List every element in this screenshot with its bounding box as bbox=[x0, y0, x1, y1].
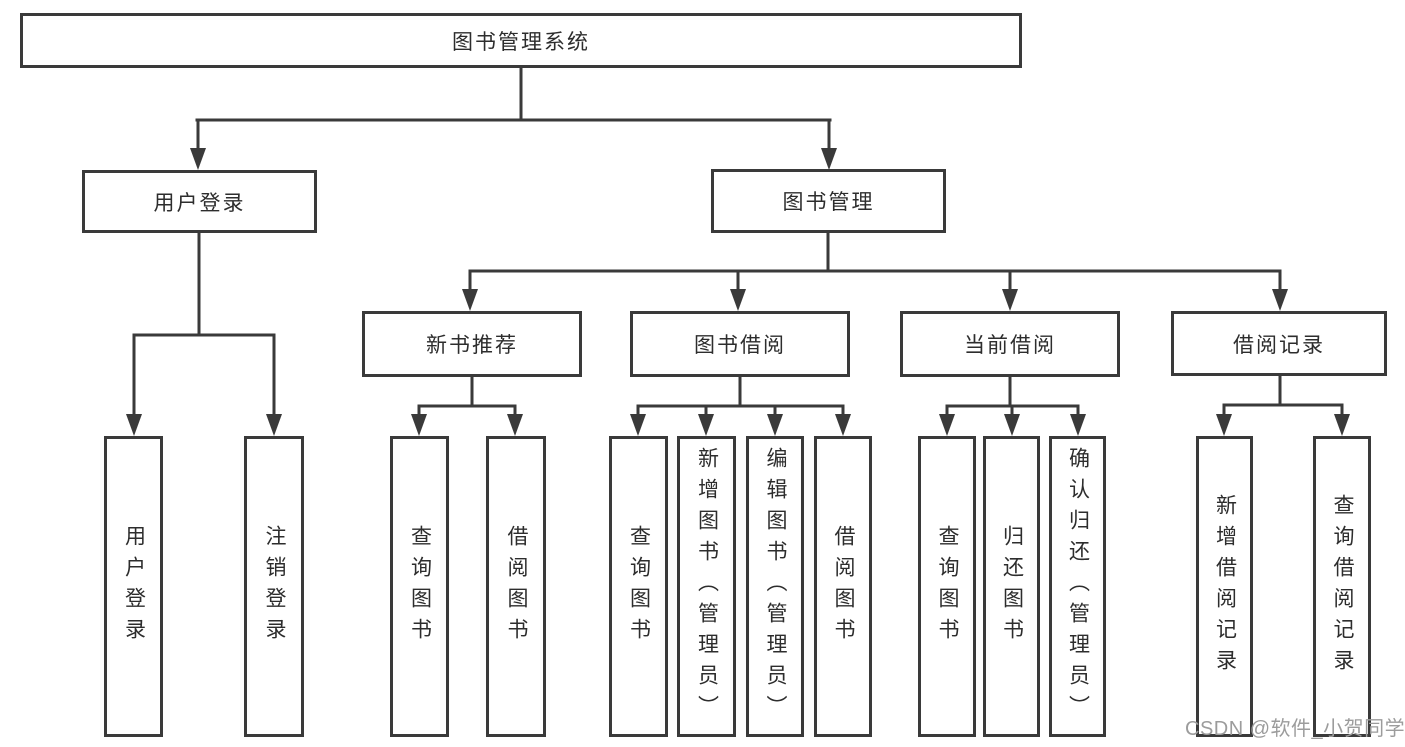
node-root: 图书管理系统 bbox=[20, 13, 1022, 68]
leaf-add-borrow-record: 新增借阅记录 bbox=[1196, 436, 1253, 737]
leaf-edit-book-admin: 编辑图书（管理员） bbox=[746, 436, 804, 737]
leaf-add-borrow-record-label: 新增借阅记录 bbox=[1213, 493, 1237, 680]
leaf-query-books-recommend: 查询图书 bbox=[390, 436, 449, 737]
leaf-query-books-recommend-label: 查询图书 bbox=[408, 524, 432, 649]
node-borrow-records: 借阅记录 bbox=[1171, 311, 1387, 376]
arrowhead-icon bbox=[821, 148, 837, 170]
arrowhead-icon bbox=[730, 289, 746, 311]
arrowhead-icon bbox=[462, 289, 478, 311]
arrowhead-icon bbox=[698, 414, 714, 436]
leaf-borrow-books: 借阅图书 bbox=[814, 436, 872, 737]
arrowhead-icon bbox=[266, 414, 282, 436]
connector-new-book-recommend-children bbox=[417, 375, 517, 418]
leaf-logout-label: 注销登录 bbox=[263, 524, 286, 649]
arrowhead-icon bbox=[1216, 414, 1232, 436]
leaf-borrow-books-recommend: 借阅图书 bbox=[486, 436, 546, 737]
arrowhead-icon bbox=[1272, 289, 1288, 311]
connector-user-login-children bbox=[132, 231, 276, 418]
arrowhead-icon bbox=[1334, 414, 1350, 436]
arrowhead-icon bbox=[835, 414, 851, 436]
leaf-query-books-borrow: 查询图书 bbox=[609, 436, 668, 737]
node-borrow-records-label: 借阅记录 bbox=[1233, 333, 1325, 357]
leaf-query-books-current: 查询图书 bbox=[918, 436, 976, 737]
leaf-confirm-return-admin: 确认归还（管理员） bbox=[1049, 436, 1106, 737]
leaf-return-books: 归还图书 bbox=[983, 436, 1040, 737]
connector-book-management-children bbox=[468, 231, 1282, 293]
leaf-query-books-borrow-label: 查询图书 bbox=[627, 524, 651, 649]
arrowhead-icon bbox=[767, 414, 783, 436]
arrowhead-icon bbox=[190, 148, 206, 170]
connector-root-to-level2 bbox=[195, 66, 832, 152]
node-new-book-recommend: 新书推荐 bbox=[362, 311, 582, 377]
watermark-text: CSDN @软件_小贺同学 bbox=[1185, 718, 1405, 740]
leaf-return-books-label: 归还图书 bbox=[1000, 524, 1024, 649]
node-user-login: 用户登录 bbox=[82, 170, 317, 233]
connector-borrow-records-children bbox=[1222, 374, 1344, 418]
leaf-borrow-books-recommend-label: 借阅图书 bbox=[505, 524, 528, 649]
arrowhead-icon bbox=[939, 414, 955, 436]
node-root-label: 图书管理系统 bbox=[452, 30, 590, 54]
arrowhead-icon bbox=[1070, 414, 1086, 436]
leaf-user-login: 用户登录 bbox=[104, 436, 163, 737]
leaf-user-login-label: 用户登录 bbox=[122, 524, 146, 649]
arrowhead-icon bbox=[630, 414, 646, 436]
connector-current-borrow-children bbox=[945, 375, 1080, 418]
arrowhead-icon bbox=[411, 414, 427, 436]
node-new-book-recommend-label: 新书推荐 bbox=[426, 334, 518, 357]
leaf-add-book-admin-label: 新增图书（管理员） bbox=[695, 447, 719, 726]
node-current-borrow-label: 当前借阅 bbox=[964, 334, 1056, 357]
node-user-login-label: 用户登录 bbox=[153, 191, 246, 215]
arrowhead-icon bbox=[126, 414, 142, 436]
connector-book-borrow-children bbox=[636, 375, 845, 418]
arrowhead-icon bbox=[1004, 414, 1020, 436]
arrowhead-icon bbox=[507, 414, 523, 436]
leaf-logout: 注销登录 bbox=[244, 436, 304, 737]
leaf-query-borrow-record-label: 查询借阅记录 bbox=[1331, 493, 1354, 680]
leaf-add-book-admin: 新增图书（管理员） bbox=[677, 436, 736, 737]
leaf-confirm-return-admin-label: 确认归还（管理员） bbox=[1066, 447, 1090, 726]
node-book-management-label: 图书管理 bbox=[782, 191, 875, 214]
node-book-borrow: 图书借阅 bbox=[630, 311, 850, 377]
leaf-edit-book-admin-label: 编辑图书（管理员） bbox=[764, 447, 787, 726]
arrowhead-icon bbox=[1002, 289, 1018, 311]
node-current-borrow: 当前借阅 bbox=[900, 311, 1120, 377]
leaf-borrow-books-label: 借阅图书 bbox=[832, 524, 855, 649]
leaf-query-books-current-label: 查询图书 bbox=[936, 524, 959, 649]
node-book-borrow-label: 图书借阅 bbox=[694, 334, 786, 357]
leaf-query-borrow-record: 查询借阅记录 bbox=[1313, 436, 1371, 737]
node-book-management: 图书管理 bbox=[711, 169, 946, 233]
